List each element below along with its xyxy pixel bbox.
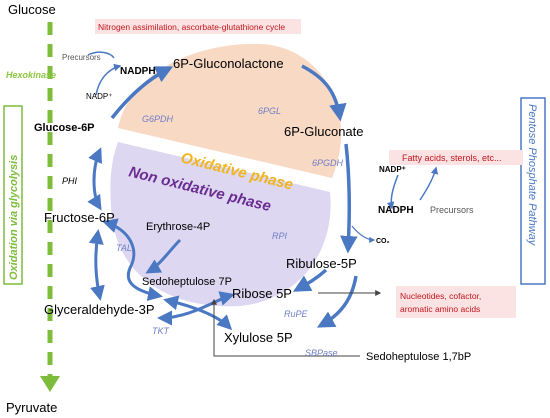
arrow-lactone-to-gluconate: [301, 64, 347, 122]
pgdh-label: 6PGDH: [312, 158, 344, 168]
oxidative-region: [118, 43, 342, 179]
nucleotides-output-line2: aromatic amino acids: [400, 304, 480, 314]
fatty-acids-output-label: Fatty acids, sterols, etc...: [402, 153, 502, 163]
arrow-gluconate-to-ribulose: [340, 143, 358, 254]
ribose-5p-label: Ribose 5P: [232, 286, 292, 301]
glyceraldehyde-3p-label: Glyceraldehyde-3P: [44, 302, 155, 317]
nitrogen-output-label: Nitrogen assimilation, ascorbate-glutath…: [98, 22, 285, 32]
glucose-label: Glucose: [8, 2, 56, 17]
arrow-co2: [351, 225, 376, 243]
arrow-tkt-exchange-2: [157, 291, 235, 326]
pgl-label: 6PGL: [258, 106, 281, 116]
glycolysis-label-box: [3, 105, 23, 285]
gluconate-label: 6P-Gluconate: [284, 124, 364, 139]
phi-label: PHI: [62, 176, 78, 186]
arrow-sbpase: [211, 298, 360, 357]
fructose-6p-label: Fructose-6P: [44, 210, 115, 225]
arrow-erythrose-tal: [145, 238, 182, 274]
ribulose-5p-label: Ribulose-5P: [286, 256, 357, 271]
phase-separator: [109, 132, 341, 190]
arrow-tal-exchange: [102, 218, 163, 301]
erythrose-4p-label: Erythrose-4P: [146, 221, 210, 233]
co2-label: CO₂: [376, 238, 390, 245]
nadp-right-label: NADP⁺: [379, 165, 406, 174]
nucleotides-bg: [396, 286, 516, 318]
arrow-precursors-top: [87, 51, 115, 59]
rpi-label: RPI: [272, 231, 288, 241]
rupe-label: RuPE: [284, 309, 309, 319]
arrow-ribulose-to-ribose: [292, 268, 328, 292]
pyruvate-label: Pyruvate: [6, 400, 57, 415]
glycolysis-side-label: Oxidation via glycolysis: [8, 155, 20, 280]
precursors-right-label: Precursors: [430, 205, 474, 215]
arrow-nadp-to-nadph: [95, 63, 122, 96]
g6pdh-label: G6PDH: [142, 114, 174, 124]
glucose-6p-label: Glucose-6P: [34, 122, 95, 134]
sedoheptulose-bp-label: Sedoheptulose 1,7bP: [366, 351, 471, 363]
nadph-top-label: NADPH: [120, 66, 156, 77]
hexokinase-label: Hexokinase: [6, 70, 56, 80]
xylulose-5p-label: Xylulose 5P: [224, 330, 293, 345]
arrow-ribulose-to-xylulose: [316, 275, 358, 328]
glycolysis-arrowhead-icon: [40, 376, 60, 392]
arrow-nadp-to-nadph-right: [386, 174, 399, 210]
arrow-precursors-right: [419, 166, 439, 201]
gluconolactone-label: 6P-Gluconolactone: [173, 56, 284, 71]
arrow-fructose-g3p: [88, 229, 105, 301]
arrow-g6p-to-lactone: [110, 66, 174, 120]
nucleotides-output-line1: Nucleotides, cofactor,: [400, 291, 481, 301]
nonoxidative-region: [110, 142, 331, 307]
tkt-label: TKT: [152, 326, 171, 336]
sedoheptulose-7p-label: Sedoheptulose 7P: [142, 276, 232, 288]
ppp-side-label: Pentose Phosphate Pathway: [526, 104, 538, 247]
fatty-acids-bg: [389, 150, 523, 165]
arrow-g6p-fructose: [87, 147, 102, 211]
ppp-label-box: [520, 97, 546, 285]
precursors-top-label: Precursors: [62, 53, 101, 62]
tal-label: TAL: [116, 243, 132, 253]
nitrogen-bg: [95, 19, 301, 34]
nadph-right-label: NADPH: [378, 205, 414, 216]
sbpase-label: SBPase: [305, 348, 338, 358]
nadp-top-label: NADP⁺: [86, 92, 112, 101]
